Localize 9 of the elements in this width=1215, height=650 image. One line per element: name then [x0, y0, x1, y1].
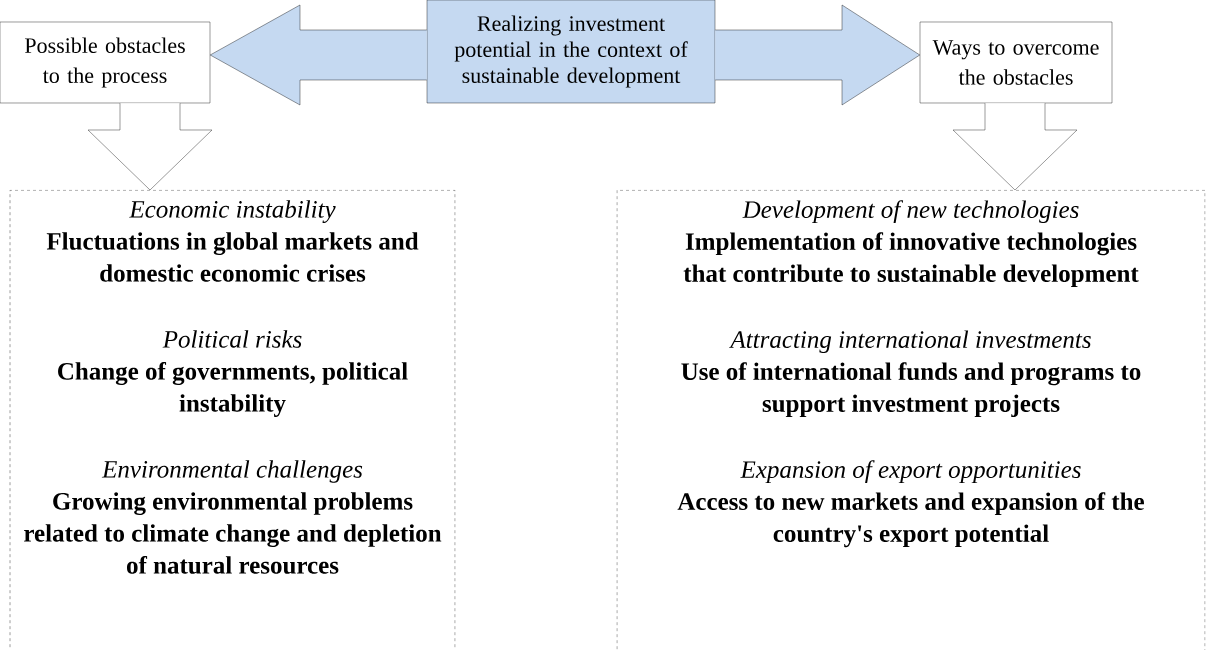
callout-arrow: [87, 103, 213, 191]
dashed-panel: Development of new technologies Implementation of innovative technologies that contribute to sustainable development Attracting international investments Use of international funds and programs to support investment projects Expansion of export opportunities Access to new markets and expansion of the country's export potential: [616, 190, 1206, 650]
callout-arrow: [952, 103, 1078, 191]
dashed-panel: Economic instability Fluctuations in global markets and domestic economic crises Political risks Change of governments, political instability Environmental challenges Growing environmental problems related to climate change and depletion of natural resources: [9, 190, 456, 650]
heading-box: Possible obstacles to the process: [0, 21, 211, 104]
heading-box: Ways to overcome the obstacles: [919, 21, 1113, 104]
block-arrow: [210, 4, 427, 106]
title-box: Realizing investment potential in the context of sustainable development: [426, 0, 716, 104]
block-arrow: [715, 4, 920, 106]
